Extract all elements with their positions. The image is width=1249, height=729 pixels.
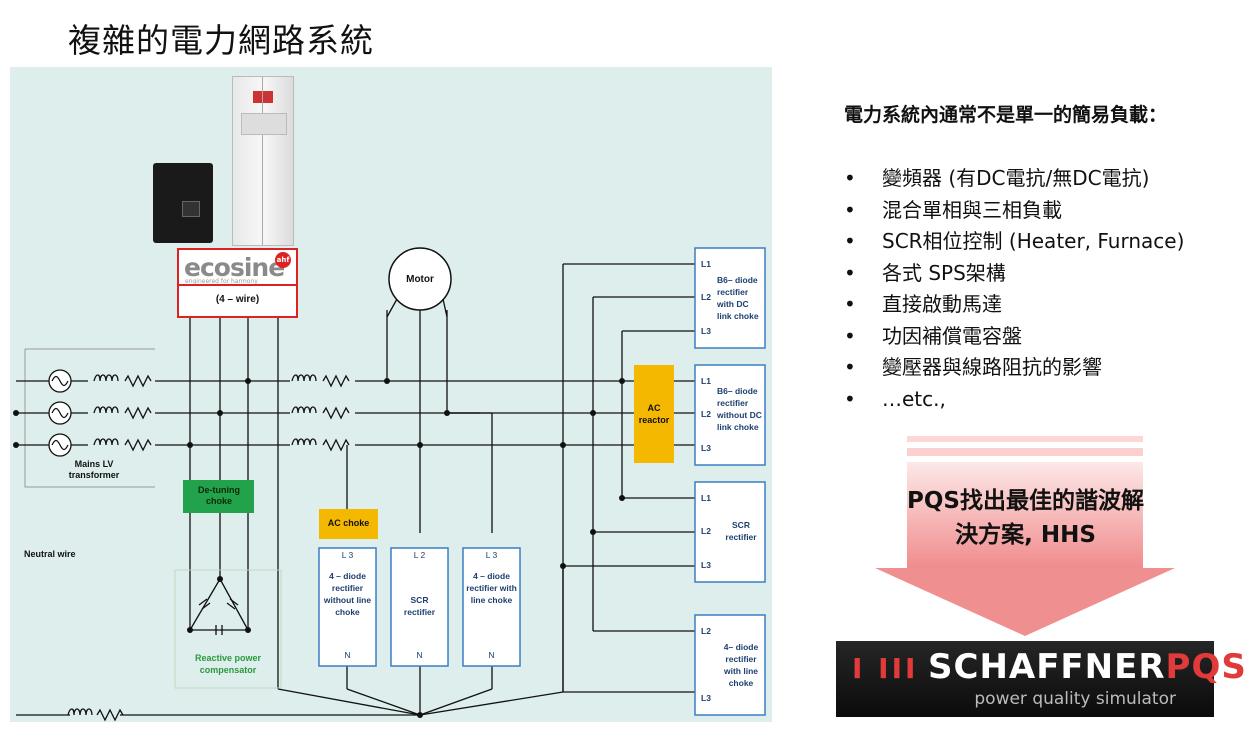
list-item: • 變壓器與線路阻抗的影響	[840, 352, 1240, 384]
list-item: • 直接啟動馬達	[840, 289, 1240, 321]
right-load-2-l3: L3	[701, 443, 711, 453]
bottom-load-1-label: 4 – diode rectifier without line choke	[323, 571, 372, 617]
load-box-3	[462, 547, 521, 667]
list-item-text: …etc.,	[882, 386, 946, 411]
reactive-compensator-label: Reactive power compensator	[194, 653, 262, 675]
list-item-text: 各式 SPS架構	[882, 260, 1006, 285]
detuning-choke-box	[183, 480, 254, 513]
bottom-load-3-bottom: N	[488, 650, 495, 660]
wallmount-unit-photo	[153, 163, 213, 243]
load-types-panel: 電力系統內通常不是單一的簡易負載： • 變頻器 (有DC電抗/無DC電抗) • 混合…	[840, 100, 1240, 415]
load-box-right-3	[694, 481, 766, 583]
bullet-dot: •	[844, 355, 856, 379]
right-load-4-label: 4– diode rectifier with line choke	[723, 642, 759, 688]
bottom-load-2-top: L 2	[413, 550, 426, 560]
ac-choke-box	[319, 509, 378, 539]
right-load-2-l2: L2	[701, 409, 711, 419]
detuning-choke-label: De-tuning choke	[198, 485, 240, 506]
arrow-caption: PQS找出最佳的諧波解決方案, HHS	[907, 488, 1144, 548]
neutral-wire-label: Neutral wire	[24, 549, 76, 559]
power-network-diagram: ecosine ahf engineered for harmony (4 – …	[10, 67, 772, 722]
bottom-load-3-label: 4 – diode rectifier with line choke	[466, 571, 517, 605]
list-item-text: 功因補償電容盤	[882, 323, 1022, 348]
right-load-3-label: SCR rectifier	[725, 520, 757, 542]
bottom-load-1-bottom: N	[344, 650, 351, 660]
load-box-1	[318, 547, 377, 667]
load-box-right-2	[694, 364, 766, 466]
right-load-4-l3: L3	[701, 693, 711, 703]
ecosine-filter-box: ecosine ahf engineered for harmony (4 – …	[177, 248, 298, 318]
slide-title: 複雜的電力網路系統	[68, 21, 374, 60]
list-item: • SCR相位控制 (Heater, Furnace)	[840, 226, 1240, 258]
list-item: • 變頻器 (有DC電抗/無DC電抗)	[840, 163, 1240, 195]
logo-bars: I III	[852, 652, 919, 685]
bottom-load-1-top: L 3	[341, 550, 354, 560]
ac-sources	[48, 369, 72, 457]
ecosine-divider	[179, 284, 296, 286]
bullet-dot: •	[844, 386, 856, 411]
list-item-text: 直接啟動馬達	[882, 292, 1002, 316]
list-item: • 功因補償電容盤	[840, 321, 1240, 353]
ecosine-label: (4 – wire)	[215, 294, 260, 305]
bottom-load-1: L 3 4 – diode rectifier without line cho…	[319, 548, 376, 666]
panel-heading: 電力系統內通常不是單一的簡易負載：	[844, 104, 1168, 126]
list-item: • …etc.,	[840, 384, 1240, 416]
load-box-right-4	[694, 614, 766, 716]
right-load-2-l1: L1	[701, 376, 711, 386]
list-item-text: 變頻器 (有DC電抗/無DC電抗)	[882, 166, 1150, 190]
list-item-text: SCR相位控制 (Heater, Furnace)	[882, 229, 1185, 253]
right-load-3-l2: L2	[701, 526, 711, 536]
load-box-2	[390, 547, 449, 667]
motor-label: Motor	[406, 274, 434, 285]
right-load-3: L1 L2 L3 SCR rectifier	[695, 482, 765, 582]
right-load-1-label: B6– diode rectifier with DC link choke	[717, 275, 759, 321]
bottom-load-2: L 2 SCR rectifier N	[391, 548, 448, 666]
list-item-text: 混合單相與三相負載	[882, 197, 1062, 222]
right-load-4: L2 L3 4– diode rectifier with line choke	[695, 615, 765, 715]
bullet-dot: •	[844, 292, 856, 316]
bullet-dot: •	[844, 197, 856, 222]
right-load-2-label: B6– diode rectifier without DC link chok…	[717, 386, 762, 432]
bullet-dot: •	[844, 229, 856, 253]
right-load-1-l3: L3	[701, 326, 711, 336]
bottom-load-2-label: SCR rectifier	[403, 595, 436, 617]
right-load-1-l1: L1	[701, 259, 711, 269]
load-box-right-1	[694, 247, 766, 349]
cabinet-unit-photo	[232, 76, 294, 246]
ecosine-badge: ahf	[275, 252, 291, 268]
down-arrow	[875, 436, 1175, 636]
ecosine-tagline: engineered for harmony	[185, 278, 258, 285]
load-types-list: • 變頻器 (有DC電抗/無DC電抗) • 混合單相與三相負載 • SCR相位控制 (…	[840, 163, 1240, 415]
right-load-1: L1 L2 L3 B6– diode rectifier with DC lin…	[695, 248, 765, 348]
ac-reactor-label: AC reactor	[638, 403, 670, 425]
bottom-load-3: L 3 4 – diode rectifier with line choke …	[463, 548, 520, 666]
logo-subtitle: power quality simulator	[974, 689, 1176, 709]
list-item: • 各式 SPS架構	[840, 258, 1240, 290]
bottom-load-3-top: L 3	[485, 550, 498, 560]
bullet-dot: •	[844, 260, 856, 285]
bottom-load-2-bottom: N	[416, 650, 423, 660]
ac-reactor-box	[634, 365, 674, 463]
bullet-dot: •	[844, 166, 856, 190]
right-load-3-l3: L3	[701, 560, 711, 570]
bullet-dot: •	[844, 323, 856, 348]
list-item: • 混合單相與三相負載	[840, 195, 1240, 227]
ecosine-logo: ecosine	[184, 253, 285, 282]
right-load-3-l1: L1	[701, 493, 711, 503]
right-load-2: L1 L2 L3 B6– diode rectifier without DC …	[695, 365, 765, 465]
transformer-label: Mains LV transformer	[68, 459, 120, 480]
logo-wordmark-red: PQS	[1165, 647, 1247, 687]
right-load-1-l2: L2	[701, 292, 711, 302]
logo-wordmark-white: SCHAFFNER	[928, 647, 1166, 687]
ac-choke-label: AC choke	[327, 518, 370, 528]
circuit-diagram	[13, 247, 766, 721]
logo-wordmark: SCHAFFNERPQS	[928, 647, 1247, 687]
schaffner-pqs-logo: I III SCHAFFNERPQS power quality simulat…	[836, 641, 1246, 717]
list-item-text: 變壓器與線路阻抗的影響	[882, 355, 1102, 379]
right-load-4-l2: L2	[701, 626, 711, 636]
